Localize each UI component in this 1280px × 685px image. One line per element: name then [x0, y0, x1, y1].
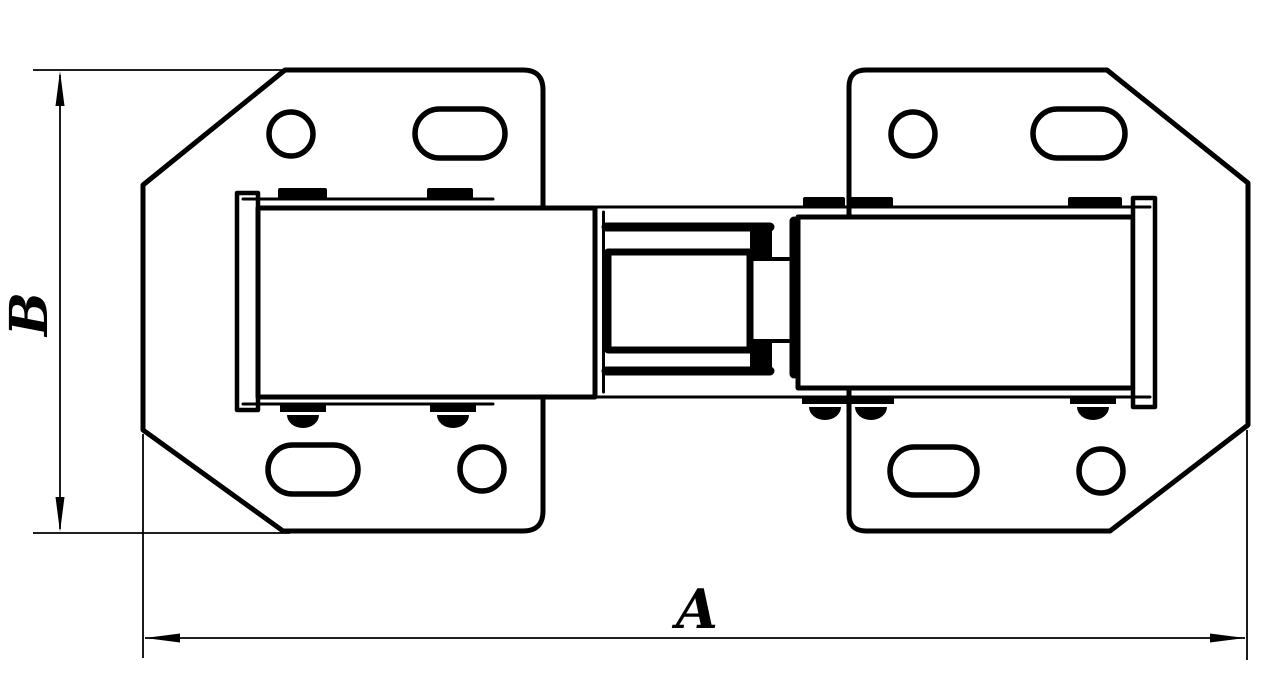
b-arrowhead-up	[55, 71, 65, 106]
right-plate-bottom-slot	[887, 444, 980, 498]
tab	[278, 188, 327, 199]
mounting-tabs	[278, 188, 1122, 208]
tab	[849, 197, 893, 208]
right-arm-body	[795, 214, 1136, 391]
dimension-a-label: A	[671, 577, 718, 641]
link-inner-box	[604, 248, 754, 354]
rivet-head	[802, 397, 848, 420]
link-bottom-connector	[750, 339, 772, 371]
left-plate-bottom-screw-hole	[457, 444, 507, 494]
central-link	[595, 205, 1152, 399]
right-hinge-arm	[795, 195, 1158, 410]
right-plate-top-screw-hole	[888, 109, 938, 159]
b-arrowhead-down	[55, 497, 65, 532]
right-plate-bottom-screw-hole	[1076, 446, 1126, 496]
left-plate-top-screw-hole	[266, 109, 316, 159]
dimension-b	[33, 69, 292, 534]
hinge-mechanism	[234, 188, 1158, 428]
left-plate-top-slot	[412, 106, 508, 161]
left-hinge-arm	[234, 190, 605, 413]
left-arm-body	[255, 205, 598, 400]
a-arrowhead-right	[1210, 633, 1245, 643]
left-arm-end-cap	[234, 190, 261, 413]
dimension-b-label: B	[0, 292, 60, 338]
a-arrowhead-left	[145, 633, 180, 643]
tab	[1068, 197, 1122, 208]
right-plate-top-slot	[1030, 106, 1128, 161]
link-top-connector	[750, 227, 772, 259]
dimension-a	[142, 430, 1248, 660]
tab	[427, 188, 473, 199]
tab	[803, 197, 845, 208]
left-plate-bottom-slot	[265, 442, 361, 497]
right-arm-end-cap	[1130, 195, 1158, 410]
